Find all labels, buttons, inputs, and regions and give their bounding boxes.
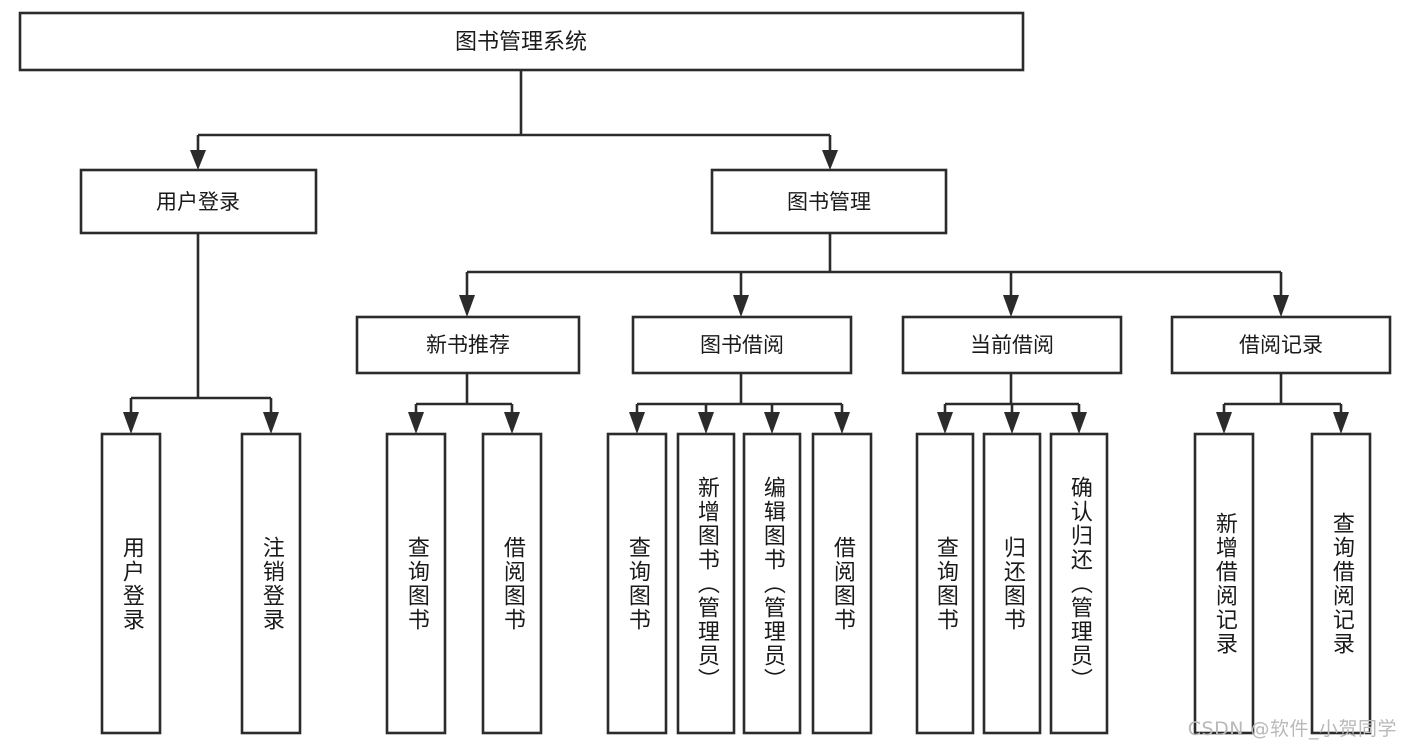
arrow-head-g3-2: [698, 412, 714, 434]
node-borrow-records[interactable]: [1170, 315, 1392, 375]
node-leaf-query-book-current[interactable]: [915, 432, 975, 735]
arrow-head-g4-1: [937, 412, 953, 434]
node-leaf-query-borrow-record[interactable]: [1310, 432, 1372, 735]
node-borrow-records-label: 借阅记录: [1239, 333, 1323, 357]
node-root[interactable]: [18, 11, 1025, 72]
node-book-management-label: 图书管理: [787, 190, 871, 214]
arrow-head-g3-1: [629, 412, 645, 434]
node-leaf-edit-book-admin[interactable]: [742, 432, 802, 735]
node-leaf-add-borrow-record[interactable]: [1193, 432, 1255, 735]
arrow-head-l1: [123, 412, 139, 434]
arrow-head-g2-1: [408, 412, 424, 434]
arrow-head-g5-1: [1216, 412, 1232, 434]
node-leaf-user-login[interactable]: [100, 432, 162, 735]
arrow-head-g3-3: [764, 412, 780, 434]
node-root-label: 图书管理系统: [455, 30, 587, 55]
arrow-head-g4-2: [1004, 412, 1020, 434]
node-leaf-logout[interactable]: [240, 432, 302, 735]
node-new-book-recommend[interactable]: [355, 315, 581, 375]
node-current-borrow-label: 当前借阅: [970, 333, 1054, 357]
arrow-head-n2: [733, 295, 749, 317]
watermark-text: CSDN @软件_小贺同学: [1187, 718, 1397, 740]
arrow-head-book-manage: [822, 150, 838, 170]
node-book-management[interactable]: [710, 168, 948, 235]
node-leaf-add-book-admin[interactable]: [676, 432, 736, 735]
arrow-head-n3: [1003, 295, 1019, 317]
node-leaf-query-book-rec[interactable]: [385, 432, 447, 735]
node-leaf-borrow-book-rec[interactable]: [481, 432, 543, 735]
node-current-borrow[interactable]: [901, 315, 1123, 375]
node-leaf-confirm-return-admin[interactable]: [1049, 432, 1109, 735]
arrow-head-n4: [1273, 295, 1289, 317]
node-new-book-recommend-label: 新书推荐: [426, 333, 510, 357]
arrow-head-l2: [263, 412, 279, 434]
node-user-login[interactable]: [79, 168, 318, 235]
node-leaf-return-book[interactable]: [982, 432, 1042, 735]
connector-group: [123, 70, 1349, 434]
node-leaf-query-book-borrow[interactable]: [606, 432, 668, 735]
arrow-head-user-login: [190, 150, 206, 170]
arrow-head-g3-4: [834, 412, 850, 434]
node-book-borrow-label: 图书借阅: [700, 333, 784, 357]
arrow-head-n1: [459, 295, 475, 317]
arrow-head-g5-2: [1333, 412, 1349, 434]
node-leaf-borrow-book[interactable]: [811, 432, 873, 735]
node-user-login-label: 用户登录: [156, 190, 240, 214]
node-book-borrow[interactable]: [631, 315, 853, 375]
arrow-head-g4-3: [1071, 412, 1087, 434]
arrow-head-g2-2: [504, 412, 520, 434]
